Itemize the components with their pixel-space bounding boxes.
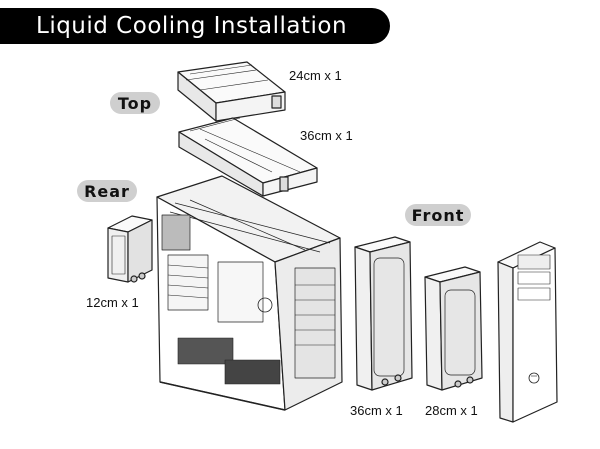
page-title: Liquid Cooling Installation xyxy=(36,13,348,39)
size-front-left: 36cm x 1 xyxy=(350,403,403,418)
front-label: Front xyxy=(405,204,471,226)
radiator-top-24cm xyxy=(177,61,286,122)
size-front-right: 28cm x 1 xyxy=(425,403,478,418)
front-panel xyxy=(497,241,558,423)
chassis xyxy=(156,175,343,411)
radiator-top-36cm xyxy=(178,117,318,197)
size-top-small: 24cm x 1 xyxy=(289,68,342,83)
title-bar: Liquid Cooling Installation xyxy=(0,8,390,44)
radiator-rear-12cm xyxy=(107,215,153,283)
radiator-front-28cm xyxy=(424,266,483,391)
radiator-front-36cm xyxy=(354,236,413,391)
size-rear: 12cm x 1 xyxy=(86,295,139,310)
size-top-large: 36cm x 1 xyxy=(300,128,353,143)
rear-label: Rear xyxy=(77,180,137,202)
top-label: Top xyxy=(110,92,160,114)
